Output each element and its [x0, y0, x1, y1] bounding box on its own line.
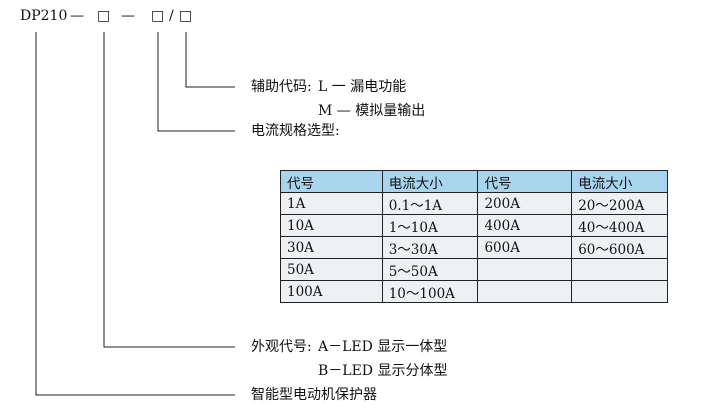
aux-option-m: M — 模拟量输出: [318, 103, 426, 119]
model-slash: /: [169, 8, 174, 24]
table-header-cell: 电流大小: [381, 170, 479, 193]
product-name: 智能型电动机保护器: [251, 387, 377, 403]
table-cell: [571, 258, 668, 281]
table-cell: 30A: [280, 236, 383, 259]
model-dash: —: [70, 8, 84, 24]
current-spec-table: 代号 电流大小 代号 电流大小 1A 0.1～1A 200A 20～200A 1…: [280, 170, 668, 303]
table-cell: 400A: [477, 214, 573, 237]
table-cell: [571, 280, 668, 303]
connector-current-spec: [157, 32, 235, 132]
aux-option-l: L 一 漏电功能: [318, 79, 407, 95]
table-row: 50A 5～50A: [280, 258, 668, 281]
aux-code-box: □: [179, 8, 193, 24]
appearance-box: □: [97, 8, 111, 24]
current-spec-box: □: [151, 8, 165, 24]
table-cell: 5～50A: [381, 258, 479, 281]
table-row: 1A 0.1～1A 200A 20～200A: [280, 192, 668, 215]
table-cell: [477, 258, 573, 281]
table-cell: 20～200A: [571, 192, 668, 215]
table-row: 10A 1～10A 400A 40～400A: [280, 214, 668, 237]
table-cell: 100A: [280, 280, 383, 303]
table-cell: 3～30A: [381, 236, 479, 259]
model-prefix: DP210: [20, 8, 68, 24]
appearance-code-label: 外观代号:: [251, 339, 312, 355]
appearance-option-a: A－LED 显示一体型: [318, 339, 448, 355]
current-spec-label: 电流规格选型:: [251, 123, 340, 139]
table-header-cell: 代号: [280, 170, 383, 193]
table-cell: 50A: [280, 258, 383, 281]
table-cell: 10A: [280, 214, 383, 237]
table-header-row: 代号 电流大小 代号 电流大小: [280, 170, 668, 193]
appearance-option-b: B－LED 显示分体型: [318, 363, 448, 379]
table-cell: [477, 280, 573, 303]
connector-aux-code: [185, 32, 235, 88]
table-cell: 200A: [477, 192, 573, 215]
model-dash: —: [121, 8, 135, 24]
table-header-cell: 电流大小: [571, 170, 668, 193]
table-header-cell: 代号: [477, 170, 573, 193]
table-cell: 1～10A: [381, 214, 479, 237]
table-cell: 40～400A: [571, 214, 668, 237]
connector-product-name: [35, 32, 235, 396]
connector-appearance-code: [103, 32, 235, 348]
table-cell: 1A: [280, 192, 383, 215]
aux-code-label: 辅助代码:: [251, 79, 312, 95]
table-cell: 10～100A: [381, 280, 479, 303]
table-cell: 0.1～1A: [381, 192, 479, 215]
table-row: 100A 10～100A: [280, 280, 668, 303]
table-row: 30A 3～30A 600A 60～600A: [280, 236, 668, 259]
table-cell: 600A: [477, 236, 573, 259]
table-cell: 60～600A: [571, 236, 668, 259]
